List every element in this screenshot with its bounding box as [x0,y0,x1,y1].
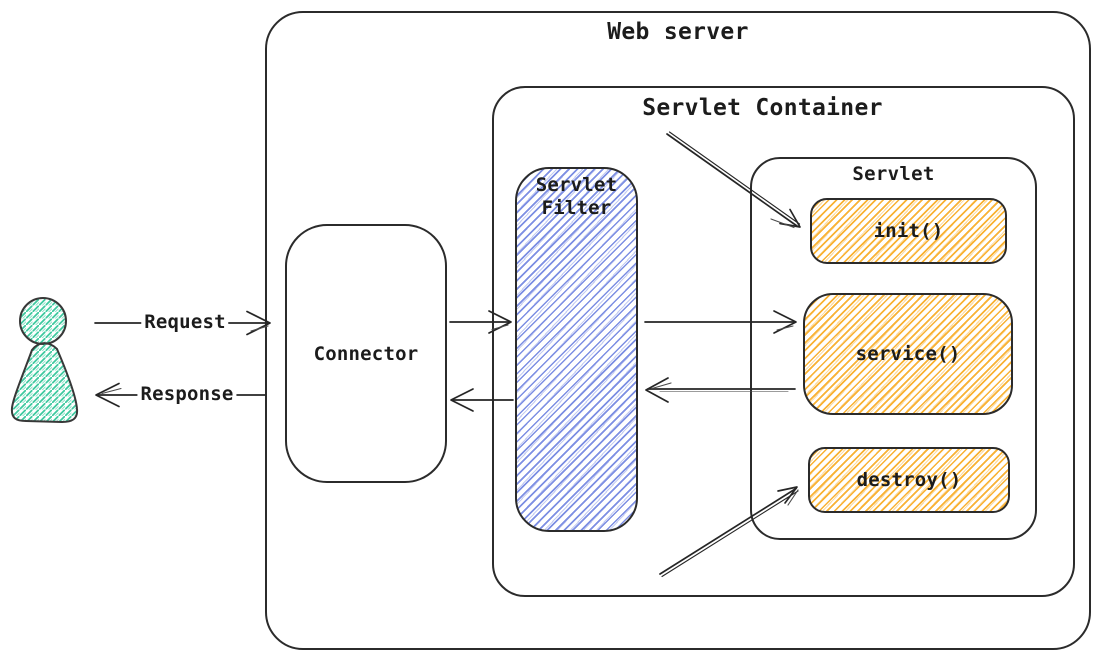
web-server-label: Web server [607,19,749,45]
init-label: init() [873,220,944,242]
person-head [19,297,67,345]
response-label: Response [137,383,237,405]
service-label: service() [855,343,961,365]
init-node: init() [810,198,1007,264]
destroy-label: destroy() [856,469,962,491]
service-node: service() [803,293,1013,415]
person-body [10,342,79,424]
servlet-box: Servlet [750,157,1037,540]
servlet-filter-label: Servlet Filter [535,174,618,219]
servlet-filter-node: Servlet Filter [515,167,638,532]
connector-node: Connector [285,224,447,483]
servlet-label: Servlet [852,163,935,185]
request-label: Request [141,311,229,333]
destroy-node: destroy() [808,447,1010,513]
person-icon [10,297,79,424]
connector-label: Connector [313,342,419,365]
servlet-container: Servlet Container [492,86,1075,597]
servlet-container-label: Servlet Container [642,95,883,121]
